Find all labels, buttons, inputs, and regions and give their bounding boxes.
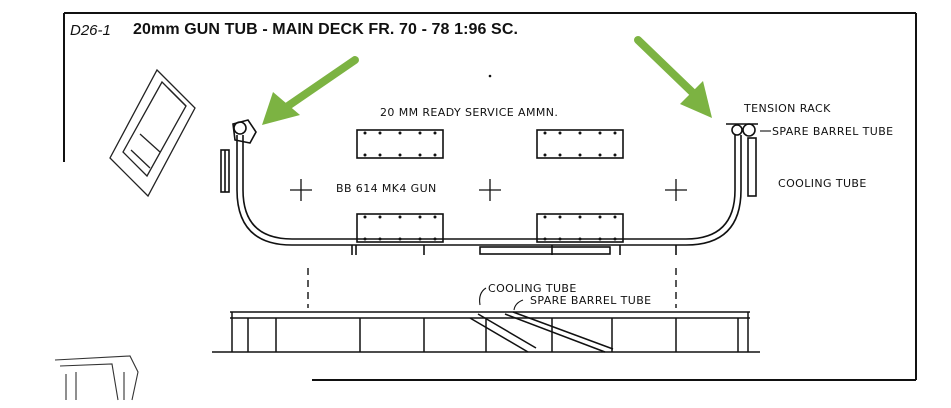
- ammo-box-top-left: [356, 129, 444, 159]
- ink-dot: [488, 74, 492, 78]
- green-arrow-right: [634, 36, 712, 118]
- ammo-box-bottom-left: [356, 213, 444, 243]
- tilted-detail-outline: [109, 68, 196, 198]
- leader-lines: [479, 130, 771, 311]
- page-title: 20mm GUN TUB - MAIN DECK FR. 70 - 78 1:9…: [133, 21, 519, 38]
- elevation-spare-barrel-tube: [504, 313, 606, 353]
- cooling-tube-label-bottom: COOLING TUBE: [488, 282, 577, 295]
- spare-barrel-tube-label-right: SPARE BARREL TUBE: [772, 125, 894, 138]
- gun-tub-plan: [220, 119, 758, 255]
- drain-pipe: [479, 246, 611, 255]
- cooling-tube-label-right: COOLING TUBE: [778, 177, 867, 190]
- corner-sketch: [54, 355, 139, 401]
- gun-label: BB 614 MK4 GUN: [336, 182, 437, 195]
- tension-rack-circle: [742, 123, 756, 137]
- tub-bottom-fittings: [351, 245, 677, 255]
- spare-barrel-circle: [731, 124, 743, 136]
- green-arrow-icon: [634, 36, 696, 96]
- spare-barrel-tube-label-bottom: SPARE BARREL TUBE: [530, 294, 652, 307]
- left-top-bracket: [232, 119, 257, 144]
- tub-outer-wall: [236, 135, 742, 246]
- green-arrow-icon: [281, 56, 359, 112]
- green-arrow-left: [262, 56, 359, 125]
- frame: [63, 12, 917, 381]
- ammo-box-rivets: [363, 131, 617, 241]
- ammo-box-bottom-right: [536, 213, 624, 243]
- figure-id: D26-1: [70, 22, 111, 39]
- side-elevation: [212, 311, 760, 353]
- gun-position-marks: [290, 179, 687, 201]
- ammo-box-top-right: [536, 129, 624, 159]
- tension-rack-label: TENSION RACK: [744, 102, 831, 115]
- projection-lines: [307, 268, 677, 308]
- elevation-cooling-tube: [469, 317, 529, 353]
- right-cooling-tube-shape: [747, 137, 757, 197]
- ammo-label: 20 MM READY SERVICE AMMN.: [380, 106, 559, 119]
- tub-inner-wall: [242, 135, 736, 240]
- ammo-boxes: [356, 129, 624, 243]
- tilted-detail: [109, 68, 196, 198]
